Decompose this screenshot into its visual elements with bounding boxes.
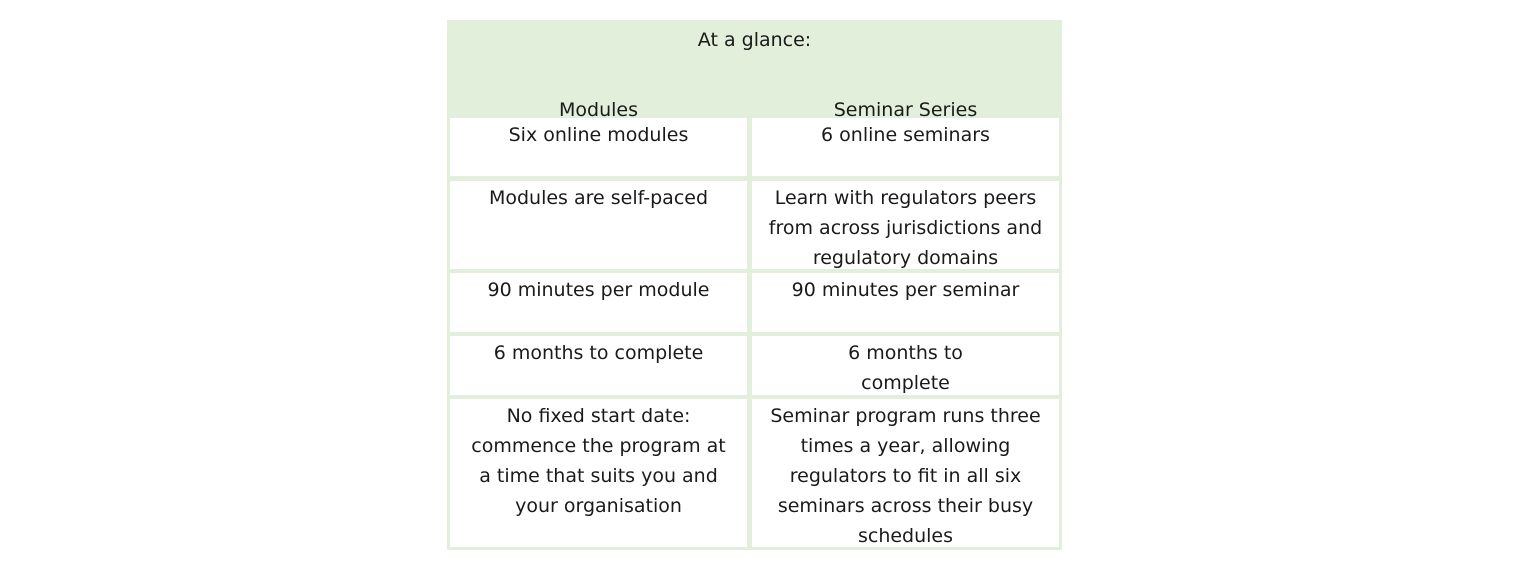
table-cell-modules-3: 90 minutes per module bbox=[450, 273, 747, 332]
table-cell-seminars-3: 90 minutes per seminar bbox=[752, 273, 1059, 332]
column-header-seminar-series: Seminar Series bbox=[833, 99, 978, 121]
table-cell-modules-4: 6 months to complete bbox=[450, 336, 747, 395]
table-cell-modules-1: Six online modules bbox=[450, 118, 747, 176]
at-a-glance-table: At a glance: Modules Seminar Series Six … bbox=[447, 20, 1062, 550]
table-cell-seminars-4: 6 months to complete bbox=[752, 336, 1059, 395]
column-header-modules: Modules bbox=[559, 99, 638, 121]
table-cell-seminars-5: Seminar program runs three times a year,… bbox=[752, 399, 1059, 547]
table-cell-seminars-1: 6 online seminars bbox=[752, 118, 1059, 176]
table-cell-seminars-2: Learn with regulators peers from across … bbox=[752, 181, 1059, 269]
table-title: At a glance: bbox=[697, 29, 812, 51]
table-cell-modules-2: Modules are self-paced bbox=[450, 181, 747, 269]
table-cell-modules-5: No fixed start date: commence the progra… bbox=[450, 399, 747, 547]
